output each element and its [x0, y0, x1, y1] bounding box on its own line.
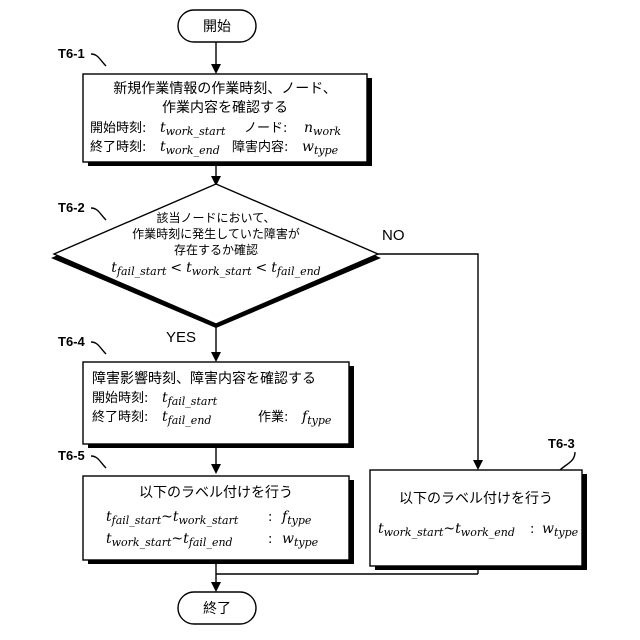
decision-t6-2: T6-2 該当ノードにおいて、 作業時刻に発生していた障害が 存在するか確認 t… [51, 184, 405, 346]
node-sub: work [313, 125, 341, 138]
cond-work-start-sub: work_start [192, 265, 252, 278]
cond-lt-2: < [256, 260, 268, 276]
decision-line2: 作業時刻に発生していた障害が [132, 226, 300, 241]
fault-content-label: 障害内容: [232, 139, 288, 155]
label2-type-var: w [282, 531, 294, 547]
fail-start-label: 開始時刻: [92, 391, 148, 406]
fail-end-sub: fail_end [167, 414, 212, 427]
start-terminal: 開始 [178, 10, 256, 42]
label1-type-sub: type [287, 514, 312, 527]
node-label: ノード: [244, 121, 287, 136]
label3-tilde: ~ [443, 521, 455, 537]
step-t6-1-tag: T6-1 [58, 46, 85, 61]
step-t6-4-tag: T6-4 [58, 334, 86, 349]
decision-t6-2-tag: T6-2 [58, 200, 85, 215]
label2-fail-end-sub: fail_end [188, 536, 233, 549]
label1-tilde: ~ [161, 509, 173, 525]
step-t6-3-tag: T6-3 [548, 436, 575, 451]
label1-colon: : [268, 510, 272, 525]
step-t6-4-line1: 障害影響時刻、障害内容を確認する [92, 370, 316, 387]
end-time-label: 終了時刻: [90, 139, 146, 155]
start-time-label: 開始時刻: [90, 121, 146, 136]
start-time-sub: work_start [166, 125, 226, 138]
label3-work-start-sub: work_start [384, 526, 444, 539]
node-var: n [304, 120, 313, 136]
step-t6-5-title: 以下のラベル付けを行う [139, 485, 293, 501]
step-t6-4: T6-4 障害影響時刻、障害内容を確認する 開始時刻: tfail_start … [58, 334, 354, 448]
step-t6-1-line1: 新規作業情報の作業時刻、ノード、 [113, 81, 336, 97]
fault-content-sub: type [314, 144, 339, 157]
end-label: 終了 [203, 601, 231, 617]
step-t6-3-title: 以下のラベル付けを行う [399, 491, 553, 507]
end-terminal: 終了 [178, 592, 256, 624]
fault-content-var: w [302, 139, 314, 155]
cond-fail-end-sub: fail_end [276, 265, 321, 278]
label2-tilde: ~ [171, 531, 183, 547]
cond-lt-1: < [170, 260, 182, 276]
decision-line3: 存在するか確認 [174, 242, 258, 257]
work-type-label: 作業: [258, 409, 288, 425]
fail-start-sub: fail_start [167, 395, 218, 408]
label3-type-sub: type [554, 526, 579, 539]
label1-fail-start-sub: fail_start [111, 514, 162, 527]
branch-yes-label: YES [166, 329, 196, 346]
label2-type-sub: type [294, 536, 319, 549]
fail-end-label: 終了時刻: [92, 409, 148, 425]
step-t6-1-line2: 作業内容を確認する [162, 99, 288, 116]
step-t6-5-tag: T6-5 [58, 448, 85, 463]
cond-fail-start-sub: fail_start [116, 265, 167, 278]
step-t6-5: T6-5 以下のラベル付けを行う tfail_start~twork_start… [58, 448, 354, 564]
decision-line1: 該当ノードにおいて、 [156, 210, 275, 225]
start-label: 開始 [203, 19, 231, 35]
label1-work-start-sub: work_start [178, 514, 238, 527]
label2-work-start-sub: work_start [112, 536, 172, 549]
label3-work-end-sub: work_end [461, 526, 515, 539]
end-time-sub: work_end [166, 144, 220, 157]
work-type-sub: type [307, 414, 332, 427]
label2-colon: : [268, 532, 272, 547]
label3-type-var: w [542, 521, 554, 537]
branch-no-label: NO [382, 227, 405, 244]
label3-colon: : [530, 522, 534, 537]
